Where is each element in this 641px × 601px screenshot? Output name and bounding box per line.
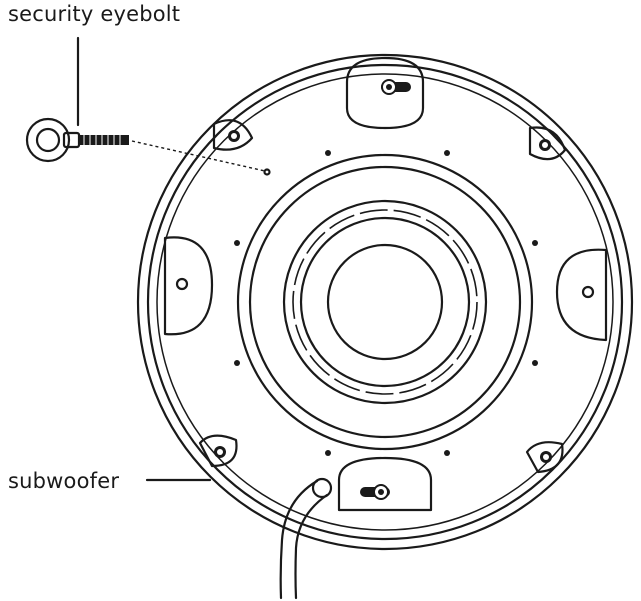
cable-icon bbox=[279, 477, 333, 600]
label-security-eyebolt: security eyebolt bbox=[8, 2, 181, 26]
mounting-lug-top bbox=[345, 56, 425, 130]
mounting-lug-bottom bbox=[337, 456, 433, 512]
eyebolt-icon bbox=[25, 117, 129, 163]
mounting-lug-left bbox=[163, 236, 214, 336]
screw-icon bbox=[212, 119, 254, 151]
screw-icon bbox=[525, 441, 564, 474]
keyhole-icon bbox=[360, 484, 390, 500]
subwoofer-body bbox=[136, 53, 634, 551]
screw-icon bbox=[198, 434, 238, 468]
mounting-lug-right bbox=[555, 248, 608, 342]
label-subwoofer: subwoofer bbox=[8, 469, 120, 493]
screw-icon bbox=[528, 126, 567, 161]
keyhole-icon bbox=[381, 79, 411, 95]
